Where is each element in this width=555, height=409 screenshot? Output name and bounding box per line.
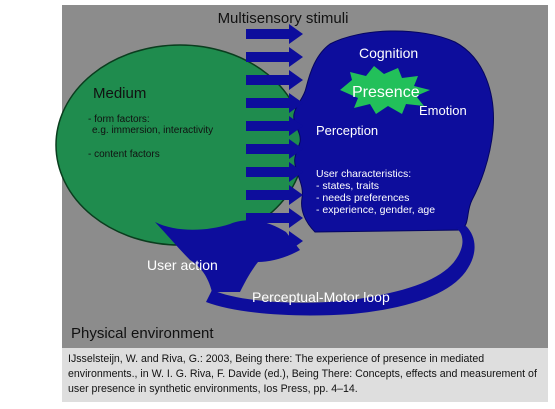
arrow-7 [246, 162, 303, 182]
diagram-title: Multisensory stimuli [218, 10, 349, 27]
arrow-10 [246, 231, 303, 251]
perceptual-motor-loop-band [206, 226, 475, 316]
arrow-3 [246, 70, 303, 90]
arrow-5 [246, 116, 303, 136]
citation-caption: IJsselsteijn, W. and Riva, G.: 2003, Bei… [62, 348, 548, 402]
presence-burst [340, 66, 430, 114]
emotion-label: Emotion [419, 103, 467, 118]
user-characteristics-states: - states, traits [316, 180, 379, 192]
arrow-6 [246, 139, 303, 159]
arrow-1 [246, 24, 303, 44]
arrow-9 [246, 208, 303, 228]
arrow-2 [246, 47, 303, 67]
arrow-4 [246, 93, 303, 113]
form-factors-label: - form factors: [88, 114, 150, 125]
user-characteristics-heading: User characteristics: [316, 168, 411, 180]
perceptual-motor-loop-label: Perceptual-Motor loop [252, 289, 390, 305]
user-characteristics-experience: - experience, gender, age [316, 204, 435, 216]
form-factors-example: e.g. immersion, interactivity [92, 125, 213, 136]
arrow-8 [246, 185, 303, 205]
user-action-label: User action [147, 257, 218, 273]
physical-environment-label: Physical environment [71, 325, 214, 342]
stimulus-arrows [246, 24, 303, 251]
presence-label: Presence [352, 84, 420, 101]
medium-label: Medium [93, 85, 146, 102]
cognition-label: Cognition [359, 45, 418, 61]
perception-label: Perception [316, 123, 378, 138]
content-factors-label: - content factors [88, 149, 160, 160]
user-head-shape [293, 30, 494, 233]
user-characteristics-needs: - needs preferences [316, 192, 409, 204]
